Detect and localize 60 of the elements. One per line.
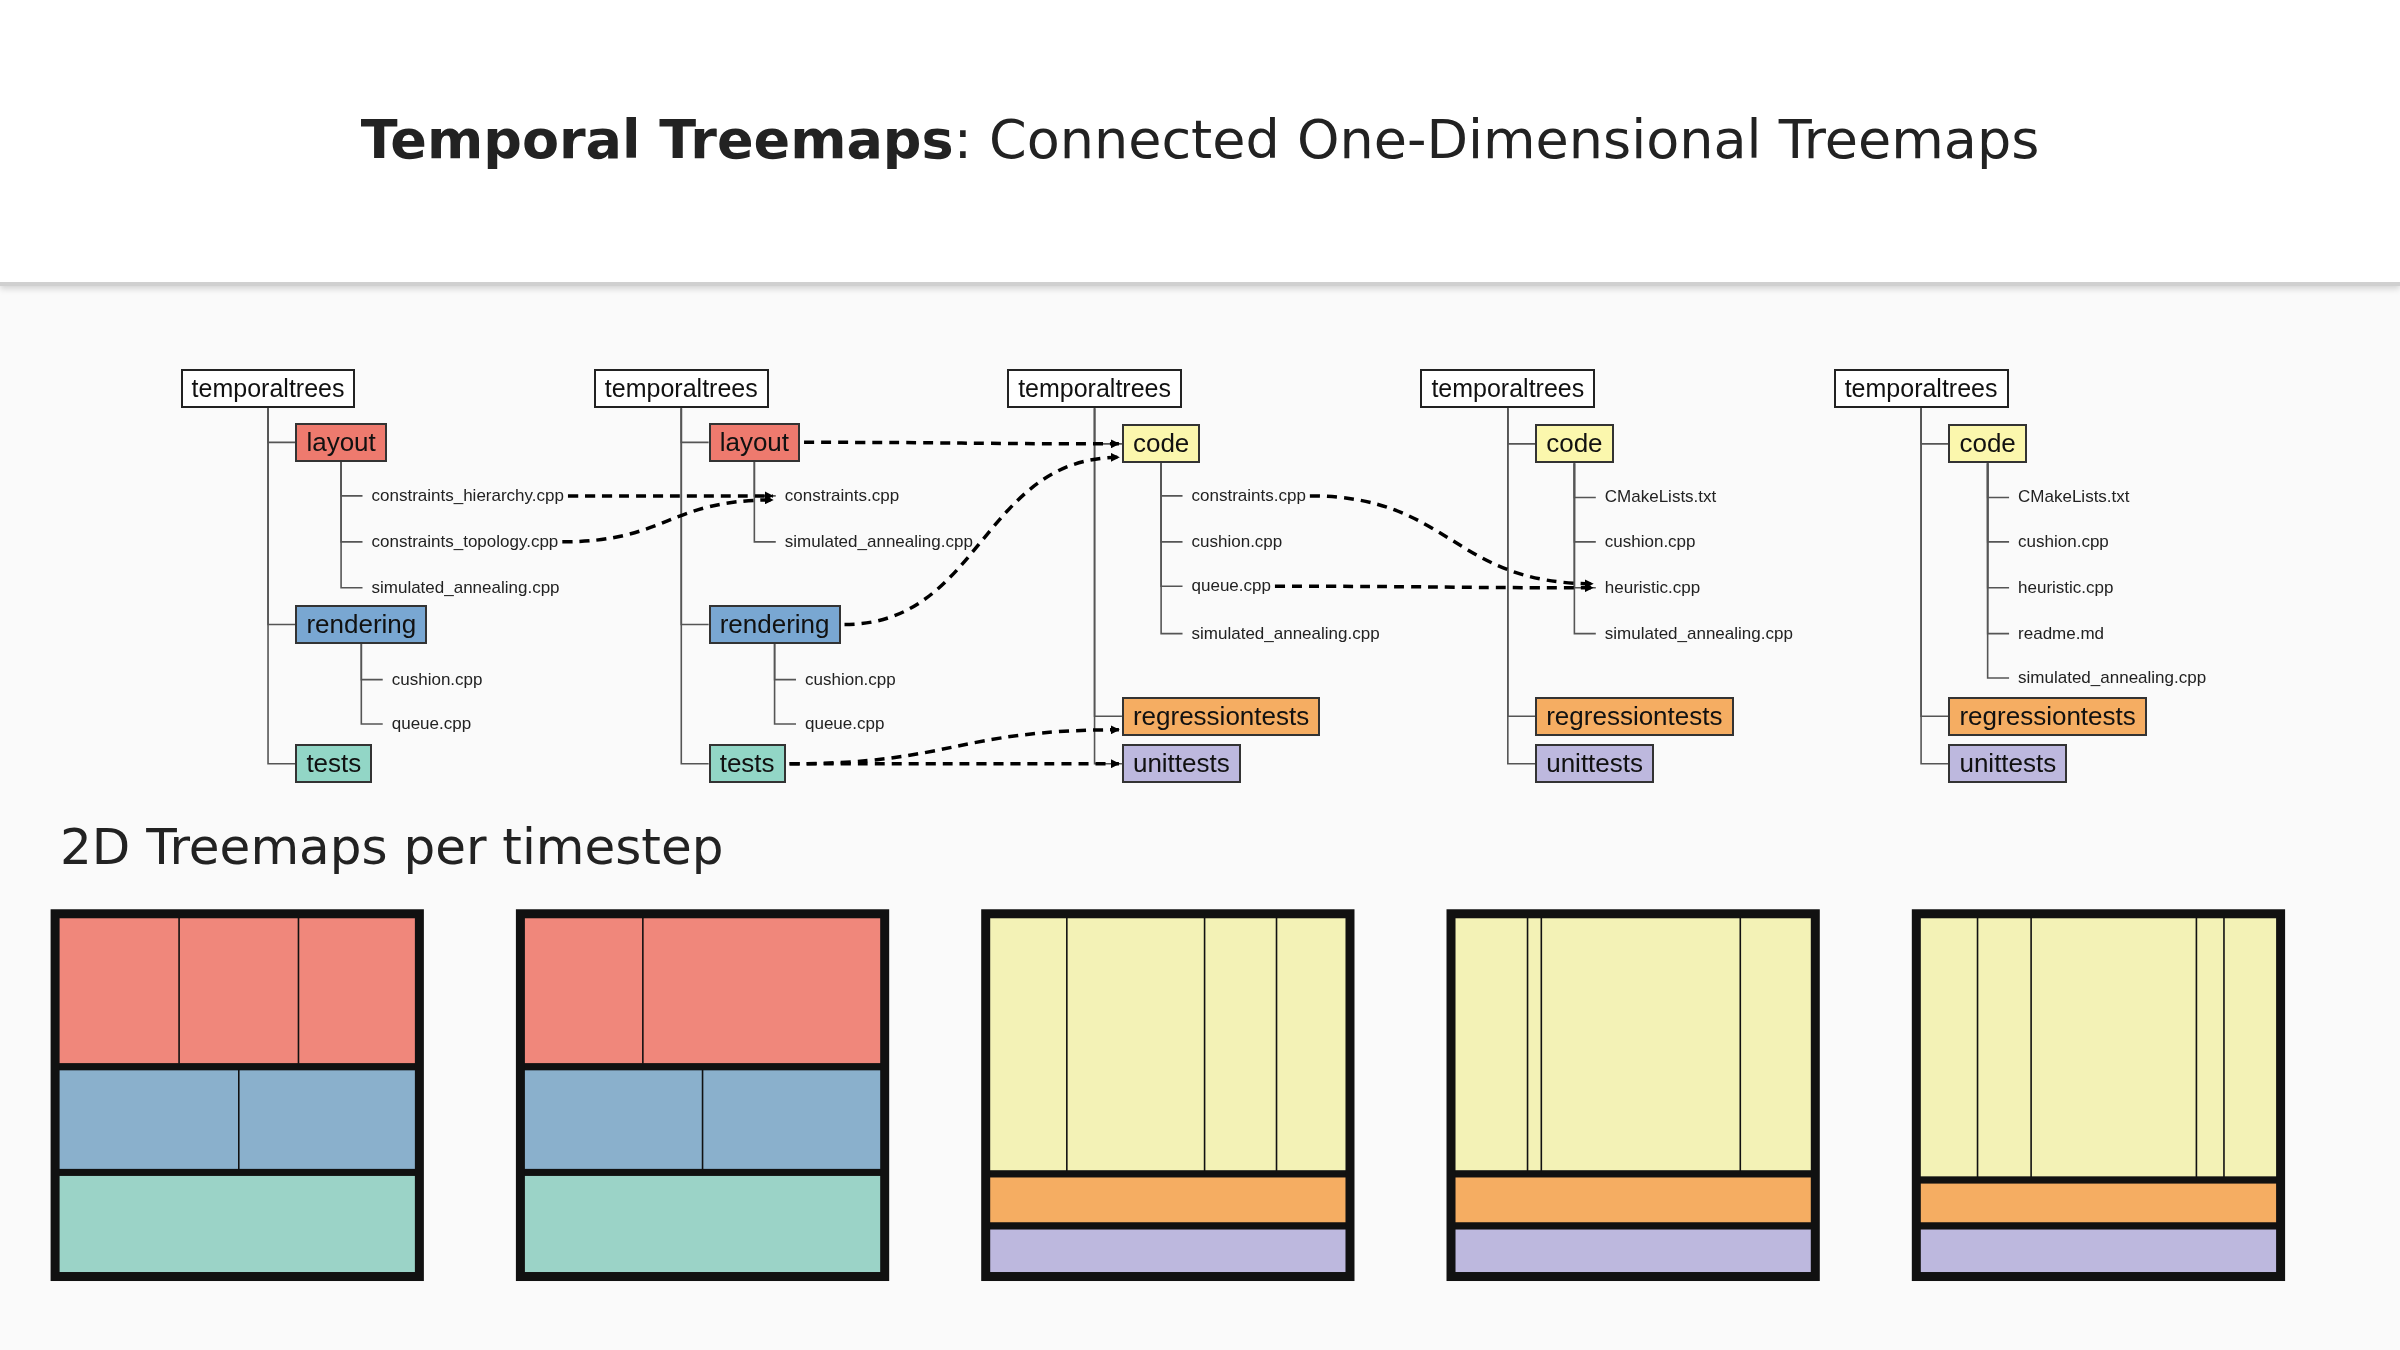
file-name: cushion.cpp [1595, 531, 1696, 552]
file-name: heuristic.cpp [2009, 577, 2114, 598]
root-folder-label: temporaltrees [180, 369, 356, 409]
tree-line [340, 461, 364, 589]
folder-box: rendering [708, 605, 841, 644]
root-folder-label: temporaltrees [1833, 369, 2009, 409]
folder-box: code [1535, 424, 1614, 464]
root-folder-label: temporaltrees [593, 369, 769, 409]
root-folder-label: temporaltrees [1420, 369, 1596, 409]
folder-box: tests [708, 744, 786, 784]
file-name: constraints_topology.cpp [362, 531, 559, 552]
file-name: simulated_annealing.cpp [775, 531, 973, 552]
folder-box: tests [295, 744, 373, 784]
file-name: CMakeLists.txt [2009, 487, 2130, 508]
file-name: heuristic.cpp [1595, 577, 1701, 598]
dashed-arrow [844, 453, 1120, 627]
file-name: simulated_annealing.cpp [1182, 623, 1380, 644]
root-folder-label: temporaltrees [1007, 369, 1182, 409]
file-name: queue.cpp [382, 713, 472, 734]
tree-line [1573, 462, 1597, 635]
file-name: constraints.cpp [775, 485, 900, 506]
file-name: CMakeLists.txt [1595, 487, 1717, 508]
file-name: cushion.cpp [796, 669, 896, 690]
dashed-arrow [562, 495, 774, 544]
file-name: cushion.cpp [1182, 531, 1283, 552]
folder-box: unittests [1948, 744, 2068, 784]
tree-line [753, 461, 777, 543]
folder-box: unittests [1535, 744, 1654, 784]
folder-box: regressiontests [1535, 696, 1734, 736]
file-name: constraints_hierarchy.cpp [362, 485, 564, 506]
file-name: cushion.cpp [382, 669, 483, 690]
dashed-arrow [567, 491, 774, 501]
section-heading: 2D Treemaps per timestep [60, 818, 724, 876]
dashed-arrow [1309, 494, 1594, 588]
tree-line [360, 643, 384, 725]
tree-line [1986, 462, 2010, 679]
file-name: readme.md [2009, 623, 2105, 644]
folder-box: layout [708, 422, 801, 462]
folder-box: layout [295, 422, 387, 462]
file-name: queue.cpp [1182, 576, 1271, 597]
folder-box: regressiontests [1948, 696, 2147, 736]
tree-line [1160, 462, 1184, 635]
tree-line [680, 407, 710, 765]
title: Temporal Treemaps: Connected One-Dimensional Treemaps [359, 108, 2041, 171]
folder-box: regressiontests [1121, 696, 1321, 736]
dashed-arrow [1274, 583, 1594, 593]
dashed-arrow [789, 759, 1120, 769]
tree-line [773, 643, 797, 725]
file-name: simulated_annealing.cpp [362, 577, 560, 598]
file-name: constraints.cpp [1182, 485, 1306, 506]
file-name: queue.cpp [796, 713, 885, 734]
dashed-arrow [804, 439, 1120, 449]
file-name: cushion.cpp [2009, 531, 2109, 552]
file-name: simulated_annealing.cpp [2009, 668, 2207, 689]
folder-box: code [1948, 424, 2027, 464]
tree-line [267, 407, 297, 765]
folder-box: rendering [295, 605, 428, 644]
folder-box: code [1121, 424, 1201, 464]
file-name: simulated_annealing.cpp [1595, 623, 1793, 644]
folder-box: unittests [1121, 744, 1241, 784]
